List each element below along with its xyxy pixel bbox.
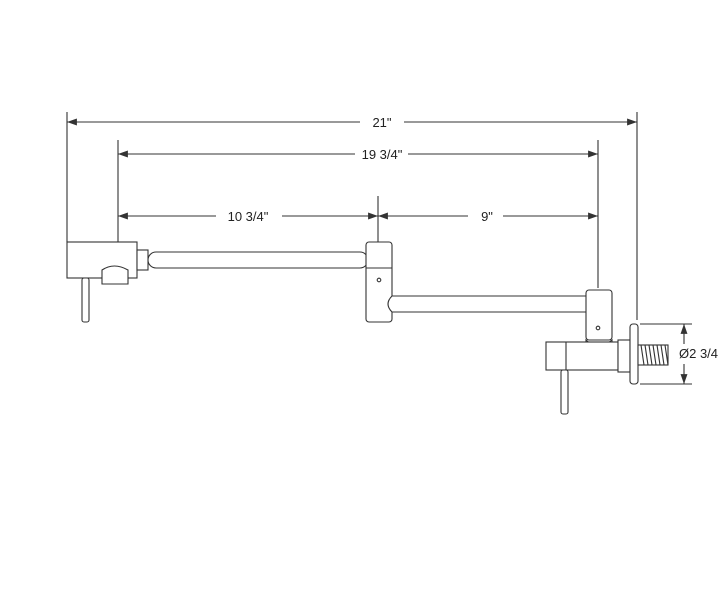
dimension-flange-label: Ø2 3/4: [679, 346, 718, 361]
dimension-flange: Ø2 3/4: [640, 323, 718, 385]
dimension-span-a: 19 3/4": [118, 147, 598, 162]
upper-arm: [147, 251, 369, 269]
middle-joint: [365, 241, 393, 323]
dimension-overall: 21": [67, 115, 637, 130]
dimension-arm-one: 10 3/4": [118, 209, 378, 224]
valve-body: [545, 339, 631, 415]
right-joint: [585, 289, 613, 347]
threaded-pipe: [637, 344, 669, 366]
lower-arm: [387, 295, 591, 313]
dimension-span-a-label: 19 3/4": [362, 147, 403, 162]
wall-flange: [629, 323, 639, 385]
spout-head: [66, 241, 149, 323]
dimension-arm-two: 9": [378, 209, 598, 224]
dimension-overall-label: 21": [372, 115, 391, 130]
dimension-arm-two-label: 9": [481, 209, 493, 224]
dimension-arm-one-label: 10 3/4": [228, 209, 269, 224]
